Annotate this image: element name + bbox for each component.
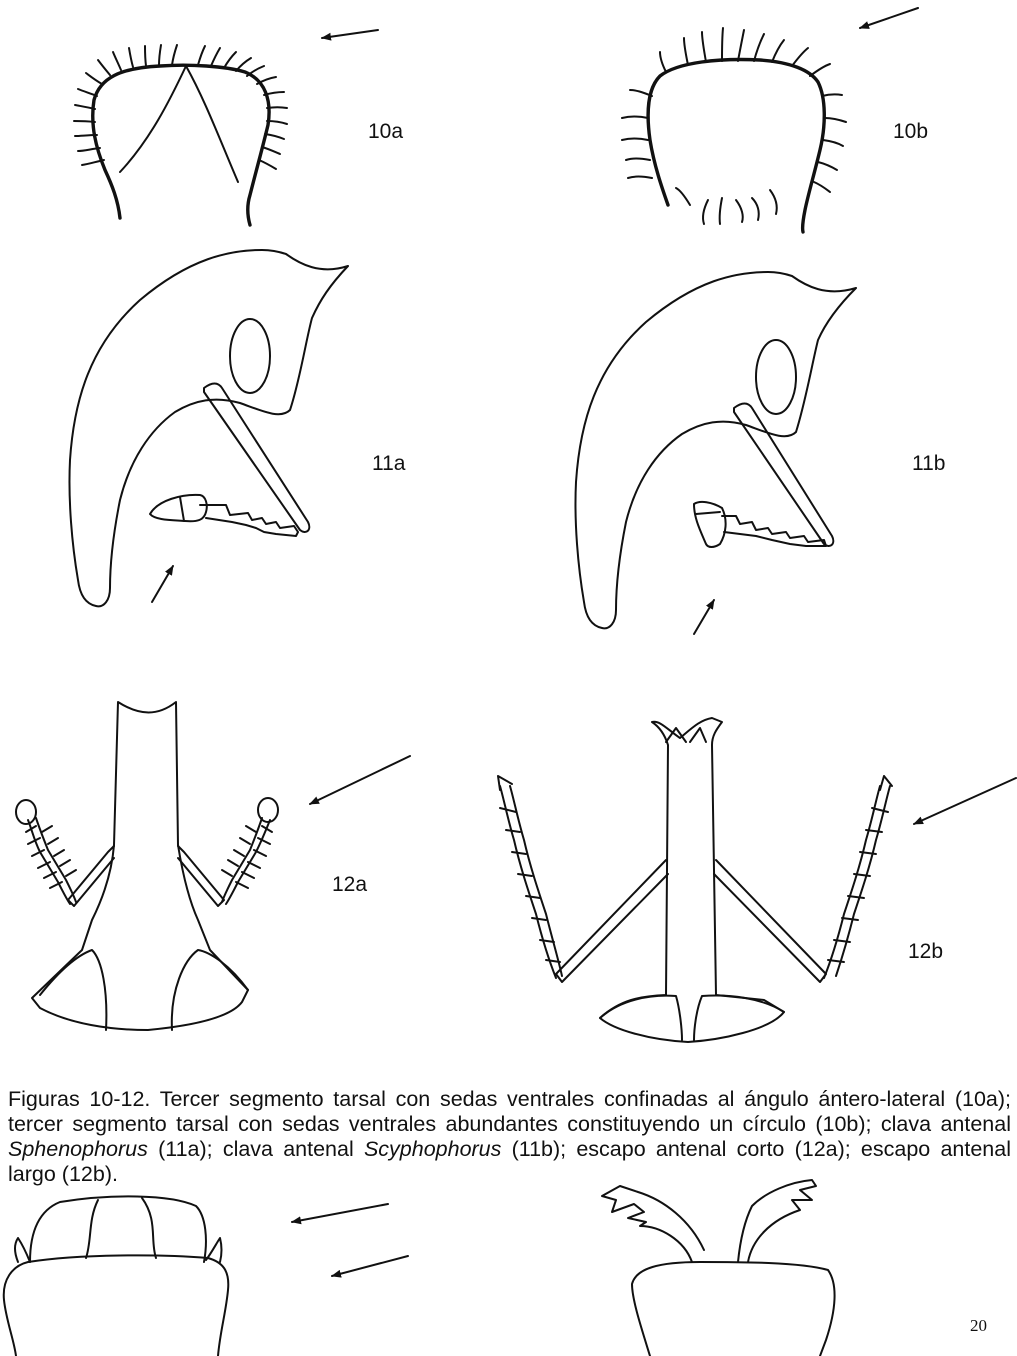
arrow-partial-2 [332,1256,408,1276]
figure-11b-antennal-club [575,272,856,628]
figure-label-10b: 10b [893,120,928,144]
funicle-11a [200,505,298,536]
scape-11b [734,404,833,547]
rostrum-outline-12a [32,702,248,1030]
tarsal-outline-10b [648,60,824,232]
arrow-partial-1 [292,1204,388,1222]
club-11b [694,502,726,547]
arrow-12a [310,756,410,804]
figure-label-11a: 11a [372,452,405,476]
gena-left-12b [600,996,682,1040]
figure-partial-right [602,1180,835,1356]
funicle-left-12a [26,818,76,904]
figure-label-11b: 11b [912,452,945,476]
caption-text-2: (11a); clava antenal [148,1137,364,1161]
partial-left-spur-left [15,1238,30,1262]
tarsal-suture-left-10a [120,66,186,172]
figure-label-12b: 12b [908,940,943,964]
partial-left-lobes [30,1196,206,1262]
partial-right-lobe-right [738,1180,816,1262]
rostrum-lobes-12b [666,728,706,742]
figure-12a-rostrum-short-scape [16,702,278,1030]
figure-partial-left [4,1196,229,1356]
figure-12b-rostrum-long-scape [498,718,892,1042]
partial-left-suture-1 [86,1200,98,1258]
tarsal-outline-10a [93,65,269,225]
scape-right-12b [714,860,826,982]
club-suture-11b [696,512,720,514]
figure-caption: Figuras 10-12. Tercer segmento tarsal co… [8,1087,1011,1187]
partial-left-spur-right [206,1238,222,1262]
tarsal-suture-right-10a [186,66,238,182]
eye-11b [756,340,796,414]
figure-11a-antennal-club [69,250,348,606]
scape-11a [204,384,309,533]
club-11a [150,495,207,521]
club-suture-11a [180,497,184,521]
caption-text-1: Figuras 10-12. Tercer segmento tarsal co… [8,1087,1011,1136]
partial-left-body [4,1255,229,1356]
caption-genus-scyphophorus: Scyphophorus [364,1137,501,1161]
funicle-right-12b [824,776,892,978]
arrow-11a [152,566,173,602]
gena-left-12a [40,950,106,1030]
head-outline-11b [575,272,856,628]
funicle-right-12a [222,818,272,904]
rostrum-outline-12b [600,718,784,1042]
caption-genus-sphenophorus: Sphenophorus [8,1137,148,1161]
head-outline-11a [69,250,348,606]
funicle-left-12b [498,776,562,978]
arrow-10b [860,8,918,28]
partial-right-lobe-left [602,1186,704,1262]
club-left-12a [16,800,36,824]
scape-left-12b [556,860,668,982]
page-number: 20 [970,1316,987,1336]
figure-label-12a: 12a [332,873,367,897]
club-right-12a [258,798,278,822]
eye-11a [230,319,270,393]
arrow-11b [694,600,714,634]
figure-label-10a: 10a [368,120,403,144]
partial-left-suture-2 [142,1198,156,1258]
figure-10b-tarsal-segment [622,28,846,232]
arrow-10a [322,30,378,38]
funicle-11b [722,516,826,546]
arrow-12b [914,778,1016,824]
partial-right-body [632,1262,835,1356]
figure-10a-tarsal-segment [74,45,287,225]
setae-10b [622,28,846,224]
gena-right-12a [172,950,248,1030]
